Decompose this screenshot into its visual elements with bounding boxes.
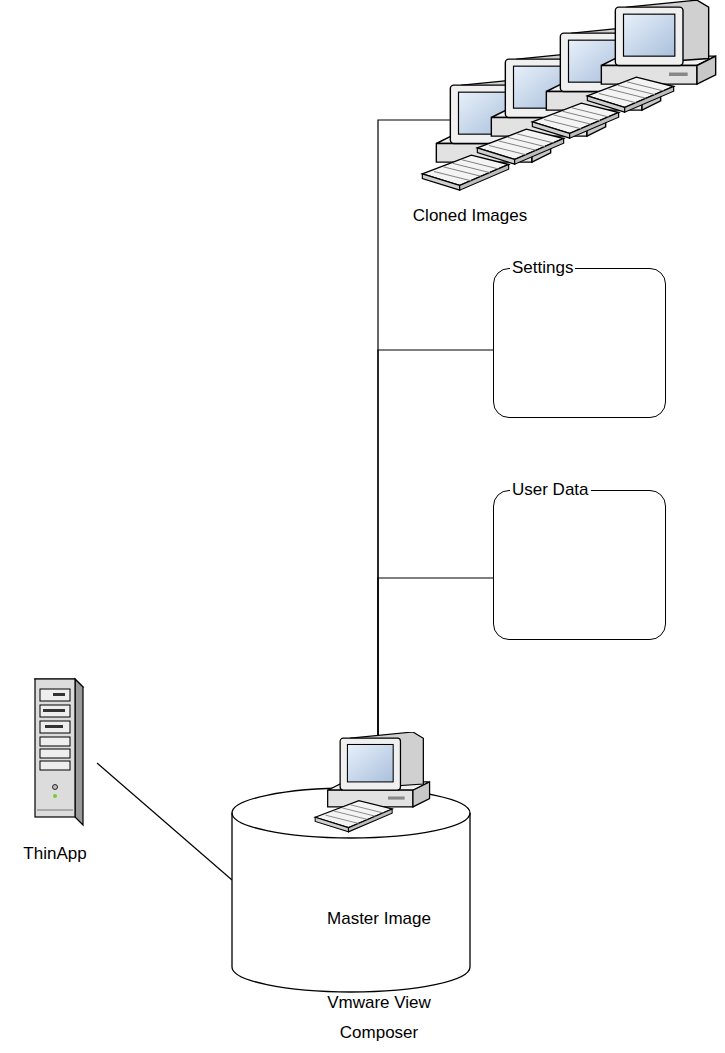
box-heading: User Data — [510, 479, 591, 501]
server-node: ThinApp — [5, 675, 105, 873]
node-label: ThinApp — [5, 843, 105, 865]
node-label: Cloned Images — [400, 205, 540, 227]
connector-line — [378, 578, 493, 736]
master-computer-icon — [313, 732, 438, 836]
connector-line — [378, 350, 493, 736]
node-label: Master Image — [279, 908, 479, 930]
group-box: User Data — [493, 490, 666, 640]
node-caption: Vmware View Composer — [314, 988, 444, 1048]
composer-cylinder: Master ImageVmware View Composer — [230, 730, 475, 1053]
connector-line — [97, 763, 232, 880]
group-box: Settings — [493, 268, 666, 418]
server-icon — [23, 675, 87, 830]
clone-group: Cloned Images — [400, 0, 723, 235]
computer-icons — [400, 0, 725, 200]
box-heading: Settings — [510, 257, 575, 279]
